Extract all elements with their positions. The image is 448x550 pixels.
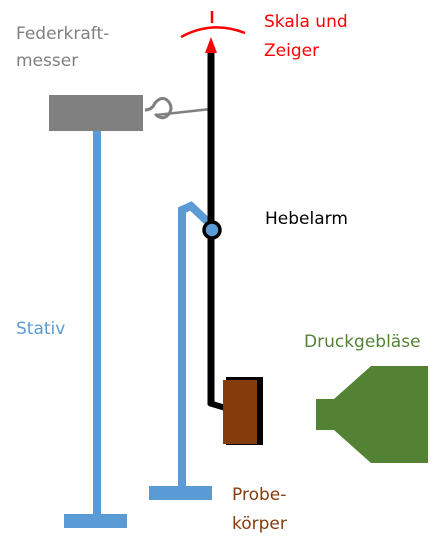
scale-arc bbox=[180, 26, 246, 39]
label-stativ: Stativ bbox=[16, 319, 65, 339]
label-federkraft-line2: messer bbox=[16, 51, 78, 71]
label-probe-line1: Probe- bbox=[232, 485, 286, 505]
pivot-stand-arm bbox=[178, 201, 212, 488]
spring-connector bbox=[155, 107, 212, 117]
stand-base bbox=[64, 514, 127, 528]
blower bbox=[316, 366, 428, 463]
label-druckgeblaese: Druckgebläse bbox=[304, 332, 421, 352]
stand-pole bbox=[93, 130, 101, 518]
label-federkraft-line1: Federkraft- bbox=[16, 24, 109, 44]
spring-scale-body bbox=[49, 95, 143, 131]
pivot-stand-base bbox=[149, 486, 212, 500]
label-probe-line2: körper bbox=[232, 514, 287, 534]
label-skala-line2: Zeiger bbox=[264, 41, 319, 61]
pivot-point bbox=[202, 220, 222, 240]
pointer-arrow bbox=[205, 37, 217, 53]
label-hebelarm: Hebelarm bbox=[265, 209, 348, 229]
test-body bbox=[223, 380, 257, 444]
label-skala-line1: Skala und bbox=[264, 12, 348, 32]
spring-hook bbox=[144, 96, 173, 120]
